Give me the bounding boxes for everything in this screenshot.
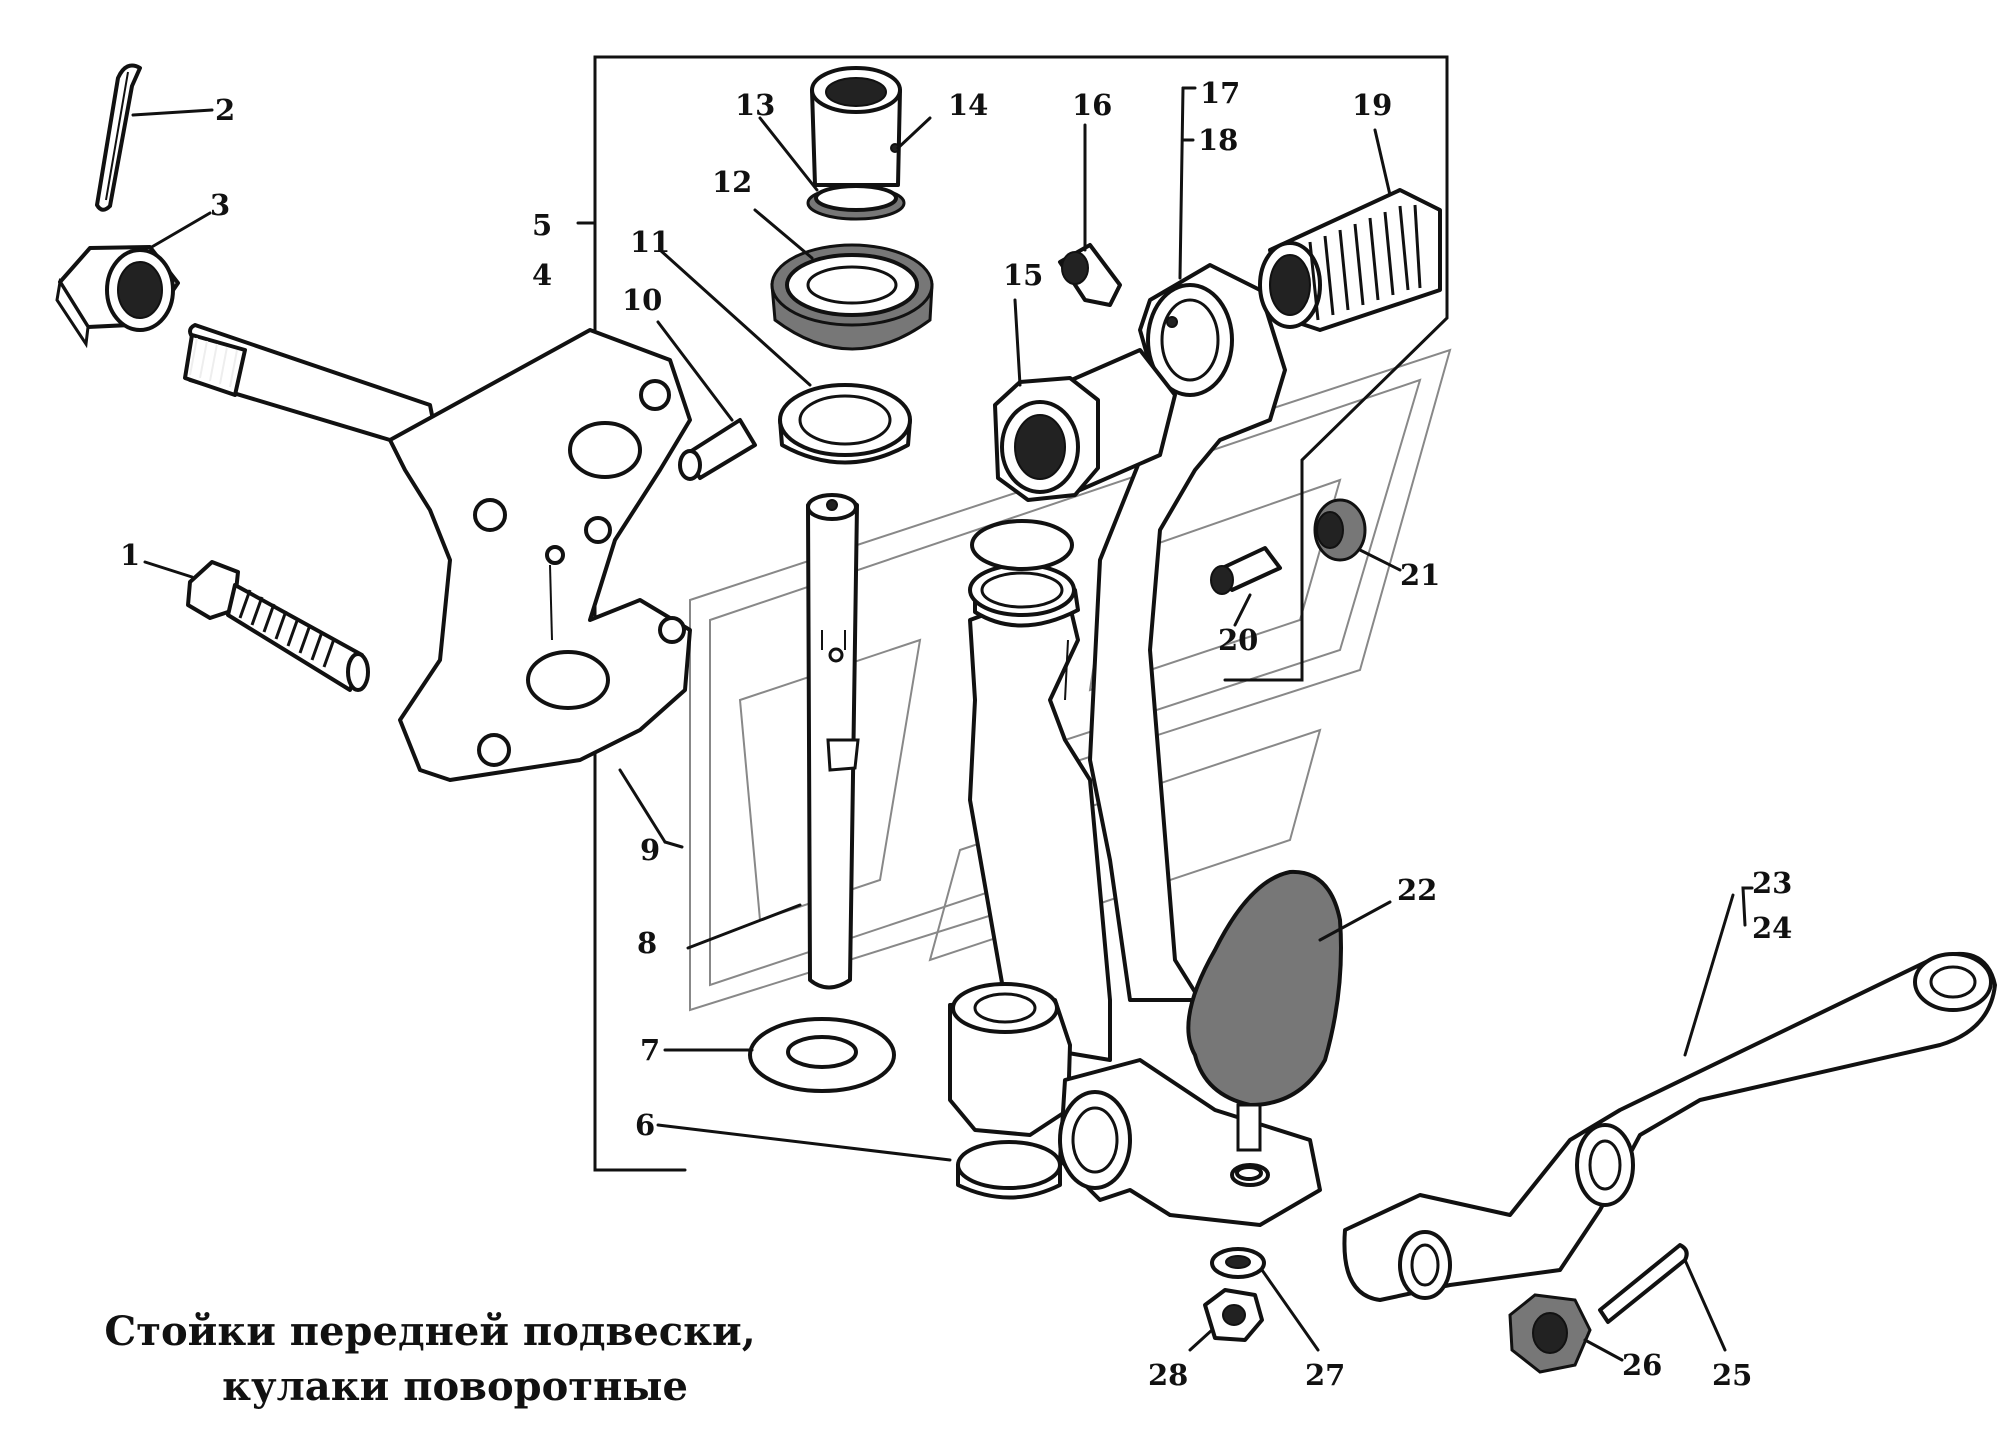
title-line-1: Стойки передней подвески, — [104, 1308, 755, 1355]
label-27: 27 — [1305, 1358, 1345, 1392]
part-22-bump-stop — [1186, 869, 1392, 1181]
label-4: 4 — [532, 258, 552, 292]
part-1-bolt — [143, 560, 370, 692]
label-18: 18 — [1198, 123, 1238, 157]
part-12-bearing — [753, 208, 934, 351]
part-7-washer — [663, 1017, 896, 1093]
label-22: 22 — [1397, 873, 1437, 907]
callout-labels: 1 2 3 4 5 6 7 8 9 10 11 12 13 14 15 16 1… — [120, 76, 1792, 1392]
title-line-2: кулаки поворотные — [222, 1363, 688, 1410]
part-26-castle-nut — [1508, 1293, 1624, 1374]
label-15: 15 — [1003, 258, 1043, 292]
part-19-threaded-bushing — [1258, 128, 1442, 332]
part-10-pin — [656, 320, 757, 481]
part-11-seal — [658, 248, 912, 465]
label-19: 19 — [1352, 88, 1392, 122]
part-15-nut — [993, 298, 1177, 502]
label-6: 6 — [635, 1108, 655, 1142]
label-23: 23 — [1752, 866, 1792, 900]
part-14-bushing — [758, 66, 932, 221]
part-25-cotter-pin — [1598, 1243, 1727, 1352]
label-28: 28 — [1148, 1358, 1188, 1392]
part-20-grease-fitting — [1210, 546, 1282, 627]
part-6-cap — [656, 1123, 1062, 1200]
part-9-leader — [618, 768, 667, 844]
label-2: 2 — [215, 93, 235, 127]
label-12: 12 — [712, 165, 752, 199]
label-7: 7 — [640, 1033, 660, 1067]
part-5-steering-knuckle — [183, 323, 692, 782]
label-16: 16 — [1072, 88, 1112, 122]
label-21: 21 — [1400, 558, 1440, 592]
part-2-cotter-pin — [95, 63, 214, 212]
label-9: 9 — [640, 833, 660, 867]
label-1: 1 — [120, 538, 140, 572]
label-25: 25 — [1712, 1358, 1752, 1392]
label-24: 24 — [1752, 911, 1792, 945]
part-23-steering-arm — [1342, 886, 1997, 1302]
part-21-plug — [1313, 498, 1402, 572]
group-bracket — [576, 55, 1449, 1172]
part-16-grease-nipple — [1058, 123, 1122, 307]
label-17: 17 — [1200, 76, 1240, 110]
label-11: 11 — [630, 225, 670, 259]
label-8: 8 — [637, 926, 657, 960]
label-14: 14 — [948, 88, 988, 122]
watermark — [689, 348, 1452, 1012]
label-10: 10 — [622, 283, 662, 317]
part-27-washer — [1210, 1247, 1320, 1352]
label-26: 26 — [1622, 1348, 1662, 1382]
label-20: 20 — [1218, 623, 1258, 657]
label-3: 3 — [210, 188, 230, 222]
part-8-king-pin — [686, 493, 860, 990]
part-9-leader-tick — [663, 840, 684, 849]
part-3-castle-nut — [55, 211, 212, 349]
part-28-nut — [1188, 1288, 1264, 1352]
part-18-knuckle-arm — [948, 86, 1322, 1227]
label-5: 5 — [532, 208, 552, 242]
label-13: 13 — [735, 88, 775, 122]
diagram-title: Стойки передней подвески, кулаки поворот… — [104, 1308, 755, 1410]
